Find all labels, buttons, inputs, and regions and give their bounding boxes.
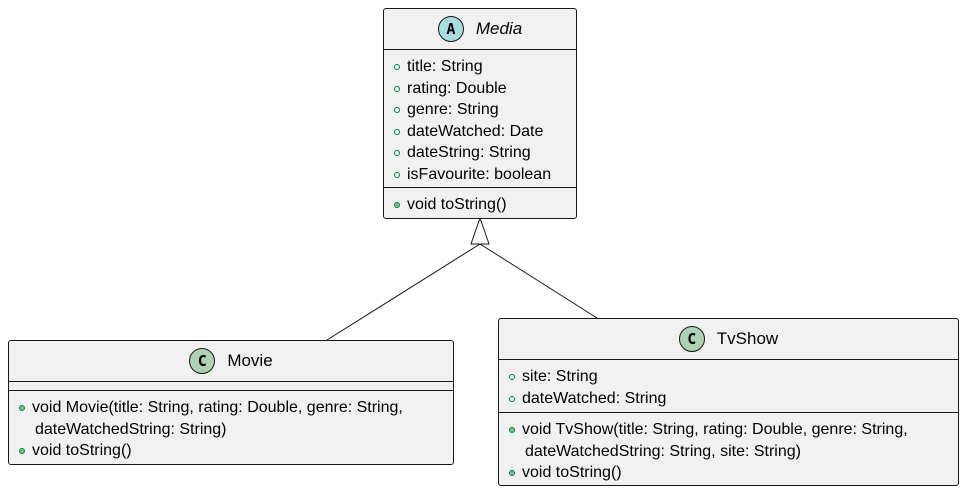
- movie-operations: void Movie(title: String, rating: Double…: [9, 391, 453, 466]
- media-class-box[interactable]: A Media title: String rating: Double gen…: [383, 8, 577, 219]
- public-field-icon: [509, 374, 515, 380]
- tvshow-to-media-edge: [479, 243, 598, 319]
- public-method-icon: [509, 427, 515, 433]
- operation-row: void toString(): [392, 194, 568, 216]
- operation-row-continuation: dateWatchedString: String, site: String): [525, 442, 801, 460]
- media-attributes: title: String rating: Double genre: Stri…: [384, 50, 576, 188]
- public-method-icon: [19, 405, 25, 411]
- movie-class-name: Movie: [227, 351, 273, 370]
- movie-class-header: C Movie: [9, 341, 453, 382]
- public-field-icon: [509, 395, 515, 402]
- attribute-row: dateWatched: Date: [392, 121, 568, 143]
- operation-row: void TvShow(title: String, rating: Doubl…: [507, 419, 950, 441]
- movie-attributes: [9, 382, 453, 391]
- class-icon: C: [189, 348, 216, 374]
- tvshow-class-name: TvShow: [716, 329, 779, 348]
- public-field-icon: [394, 85, 400, 92]
- public-field-icon: [394, 150, 400, 156]
- operation-row: void toString(): [507, 462, 950, 484]
- operation-row-continuation: dateWatchedString: String): [35, 420, 227, 438]
- media-class-header: A Media: [384, 9, 576, 50]
- public-field-icon: [394, 64, 400, 70]
- attribute-row: dateString: String: [392, 142, 568, 164]
- attribute-row: rating: Double: [392, 78, 568, 100]
- public-method-icon: [19, 448, 25, 454]
- attribute-row: title: String: [392, 56, 568, 78]
- attribute-row: genre: String: [392, 99, 568, 121]
- tvshow-operations: void TvShow(title: String, rating: Doubl…: [499, 413, 958, 488]
- operation-row: void toString(): [17, 440, 445, 462]
- public-field-icon: [394, 171, 400, 178]
- generalization-arrowhead: [470, 216, 490, 245]
- attribute-row: isFavourite: boolean: [392, 164, 568, 186]
- operation-row: void Movie(title: String, rating: Double…: [17, 397, 445, 419]
- class-icon: C: [678, 326, 705, 352]
- abstract-class-icon: A: [437, 16, 464, 42]
- attribute-row: site: String: [507, 366, 950, 388]
- media-class-name: Media: [475, 19, 523, 38]
- tvshow-attributes: site: String dateWatched: String: [499, 360, 958, 413]
- movie-class-box[interactable]: C Movie void Movie(title: String, rating…: [8, 340, 454, 465]
- movie-to-media-edge: [326, 243, 481, 341]
- public-method-icon: [394, 202, 400, 208]
- public-field-icon: [394, 107, 400, 113]
- public-method-icon: [509, 470, 515, 476]
- tvshow-class-box[interactable]: C TvShow site: String dateWatched: Strin…: [498, 318, 959, 486]
- attribute-row: dateWatched: String: [507, 388, 950, 410]
- tvshow-class-header: C TvShow: [499, 319, 958, 360]
- media-operations: void toString(): [384, 188, 576, 220]
- public-field-icon: [394, 128, 400, 135]
